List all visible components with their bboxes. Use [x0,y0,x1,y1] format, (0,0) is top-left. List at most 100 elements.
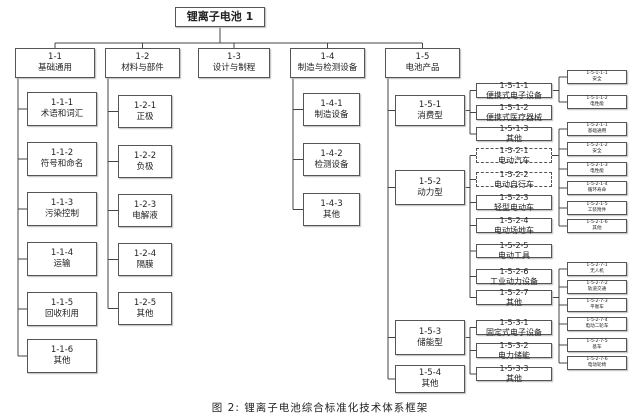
node-code: 1-2-5 [133,297,157,308]
node-label: 其他 [592,226,602,231]
node-code: 1-1-1 [50,98,74,109]
node-label: 电池产品 [405,63,440,73]
node-code: 1-5-3 [418,326,442,337]
node-code: 1-5-2-1-6 [586,219,608,225]
node-label: 动力型 [417,187,443,198]
node-label: 安全 [592,77,602,82]
node-code: 1-5-2-7-1 [586,262,608,268]
node-code: 1-5-2-3 [499,192,529,202]
node-code: 1-1-6 [50,345,74,356]
node-label: 其他 [53,356,71,366]
node-code: 1-4-2 [320,148,343,159]
node-code: 1-5-2-1-1 [586,122,608,128]
node-label: 循环寿命 [587,188,607,193]
node-label: 便携式电子设备 [486,90,542,100]
node-code: 1-3 [227,52,241,63]
node-label: 工业动力设备 [490,276,538,286]
node-label: 设计与制程 [212,63,256,73]
node-code: 1-5-2-7-4 [586,317,608,323]
node-label: 安全 [592,149,602,154]
node-label: 电动汽车 [498,155,530,165]
node-code: 1-5-2-7-2 [586,280,608,286]
node-label: 电力储能 [498,350,530,360]
node-code: 1-4-3 [320,198,343,209]
node-label: 无人机 [590,269,604,274]
node-code: 1-5-1-1-2 [586,95,608,101]
node-code: 1-5-2-1-3 [586,162,608,168]
node-label: 电动工具 [498,251,530,260]
node-label: 电解液 [132,210,158,221]
figure-caption: 图 2: 锂离子电池综合标准化技术体系框架 [211,402,429,414]
node-code: 1-1-2 [50,148,74,159]
node-label: 其他 [506,374,522,383]
node-label: 制造设备 [314,109,349,120]
node-code: 1-5-1-2 [499,102,529,112]
node-label: 电动场地车 [494,225,534,235]
node-code: 1-5-2-7-5 [586,338,608,344]
node-label: 材料与部件 [121,63,164,73]
node-code: 1-5-1-3 [499,124,529,133]
node-label: 符号和命名 [40,159,84,169]
node-code: 1-2-4 [133,248,157,259]
node-label: 制造与检测设备 [297,63,358,73]
node-label: 锂离子电池 1 [186,10,254,24]
node-label: 隔膜 [136,259,154,270]
node-code: 1-5-2-4 [499,215,529,225]
node-code: 1-1-3 [50,198,74,209]
node-label: 其他 [506,297,522,307]
node-label: 电性能 [590,102,604,107]
node-code: 1-2-3 [133,199,157,210]
node-label: 检测设备 [314,159,349,170]
node-label: 运输 [53,259,71,269]
node-label: 消费型 [417,110,443,121]
node-label: 电动自行车 [494,179,534,189]
node-code: 1-2-2 [133,150,157,161]
node-code: 1-5-2-6 [499,266,529,276]
node-label: 便携式医疗器械 [486,112,542,122]
node-code: 1-5-2-5 [499,241,529,250]
node-code: 1-1-5 [50,298,74,309]
root-node: 锂离子电池 1 [175,7,265,27]
node-code: 1-5-1-1 [499,80,529,90]
node-code: 1-1-4 [50,248,74,259]
node-label: 基础通用 [587,129,607,134]
node-code: 1-5-2-7 [499,287,529,297]
node-code: 1-5-3-1 [499,317,529,327]
node-label: 负极 [136,161,154,172]
node-label: 储能型 [417,337,443,348]
node-label: 回收利用 [44,309,79,319]
node-label: 其他 [421,379,439,389]
node-label: 其他 [136,308,154,319]
